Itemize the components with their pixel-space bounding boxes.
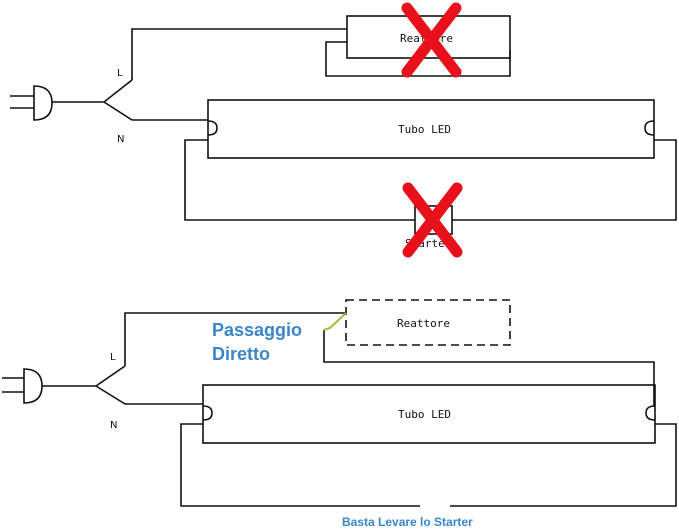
neutral-wire bbox=[95, 385, 126, 405]
ballast-box-removed bbox=[345, 299, 511, 346]
top-tube-label: Tubo LED bbox=[398, 123, 451, 136]
bottom-tube-label: Tubo LED bbox=[398, 408, 451, 421]
tube-body bbox=[202, 384, 656, 444]
bypass-wire bbox=[323, 312, 347, 331]
remove-ballast-cross-icon bbox=[401, 2, 462, 78]
tube-left-pin bbox=[202, 405, 213, 421]
live-wire bbox=[95, 365, 126, 387]
live-to-ballast-wire bbox=[131, 28, 347, 80]
tube-left-pin bbox=[207, 120, 218, 136]
starter-box bbox=[414, 205, 453, 235]
tube-body bbox=[207, 99, 655, 159]
tube-right-pin bbox=[645, 405, 656, 421]
starter-loop-wire bbox=[184, 139, 415, 221]
top-neutral-label: N bbox=[117, 134, 124, 145]
bypass-note-line1: Passaggio bbox=[212, 320, 302, 340]
starter-loop-wire-right bbox=[452, 139, 677, 221]
tube-right-pin bbox=[644, 120, 655, 136]
top-live-label: L bbox=[117, 68, 123, 79]
live-wire bbox=[103, 79, 133, 103]
ballast-box bbox=[346, 15, 511, 59]
bottom-ballast-label: Reattore bbox=[397, 317, 450, 330]
plug-icon bbox=[2, 368, 43, 404]
lower-loop-wire-right bbox=[450, 423, 677, 507]
plug-icon bbox=[10, 85, 53, 121]
bottom-diagram bbox=[2, 299, 677, 507]
neutral-wire bbox=[103, 101, 133, 121]
live-top-wire bbox=[124, 312, 346, 366]
remove-starter-cross-icon bbox=[402, 182, 463, 258]
bypass-note-line2: Diretto bbox=[212, 344, 270, 364]
footer-note: Basta Levare lo Starter bbox=[342, 515, 473, 529]
bottom-neutral-label: N bbox=[110, 420, 117, 431]
top-diagram bbox=[10, 15, 677, 235]
bypass-to-tube-wire bbox=[323, 330, 655, 406]
bottom-live-label: L bbox=[110, 352, 116, 363]
ballast-return-wire bbox=[325, 41, 511, 77]
lower-loop-wire-left bbox=[180, 423, 420, 507]
